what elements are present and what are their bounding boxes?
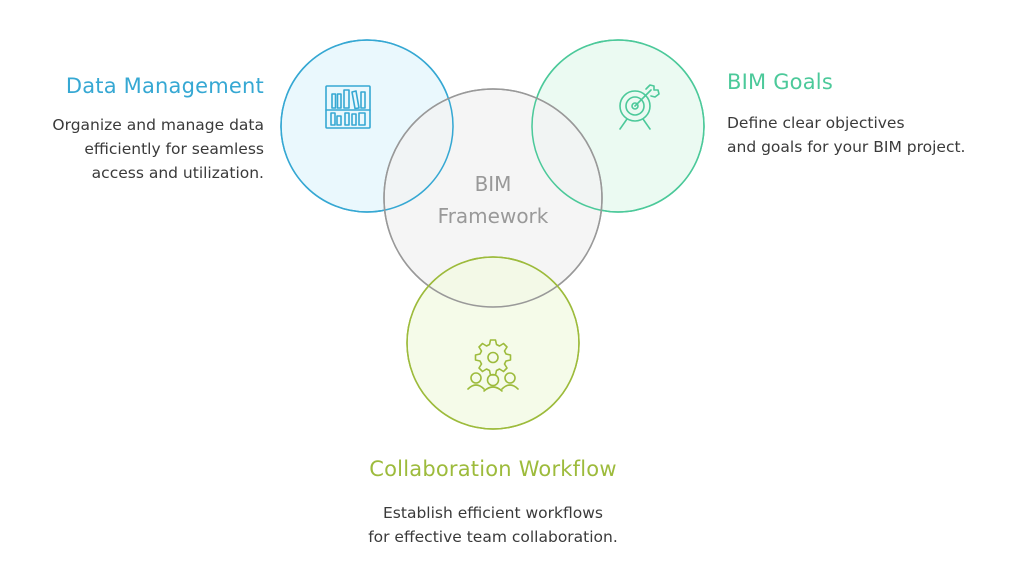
data-management-description: Organize and manage data efficiently for…	[10, 113, 264, 185]
target-icon	[619, 84, 660, 130]
collaboration-outline	[406, 256, 580, 430]
data-management-desc-line: Organize and manage data	[52, 116, 264, 134]
data-management-title: Data Management	[65, 74, 264, 98]
data-management-outline	[280, 39, 454, 213]
collaboration-circle	[406, 256, 580, 430]
bim-goals-desc-line: Define clear objectives	[727, 114, 905, 132]
data-management-block: Data Management Organize and manage data…	[10, 74, 264, 185]
collaboration-desc-line: for effective team collaboration.	[368, 528, 618, 546]
bim-goals-outline	[531, 39, 705, 213]
bim-goals-title: BIM Goals	[727, 70, 833, 94]
collaboration-desc-line: Establish efficient workflows	[383, 504, 603, 522]
bim-goals-description: Define clear objectives and goals for yo…	[727, 111, 1017, 159]
center-label-line1: BIM	[475, 172, 512, 196]
data-management-desc-line: efficiently for seamless	[84, 140, 264, 158]
bookshelf-icon	[325, 85, 371, 129]
collaboration-block: Collaboration Workflow Establish efficie…	[312, 457, 674, 549]
center-label-line2: Framework	[438, 204, 549, 228]
collaboration-description: Establish efficient workflows for effect…	[312, 501, 674, 549]
bim-goals-desc-line: and goals for your BIM project.	[727, 138, 966, 156]
collaboration-title: Collaboration Workflow	[369, 457, 617, 481]
bim-framework-outline	[383, 88, 603, 308]
data-management-desc-line: access and utilization.	[91, 164, 264, 182]
team-gear-icon	[467, 339, 519, 392]
bim-goals-block: BIM Goals Define clear objectives and go…	[727, 70, 1017, 159]
